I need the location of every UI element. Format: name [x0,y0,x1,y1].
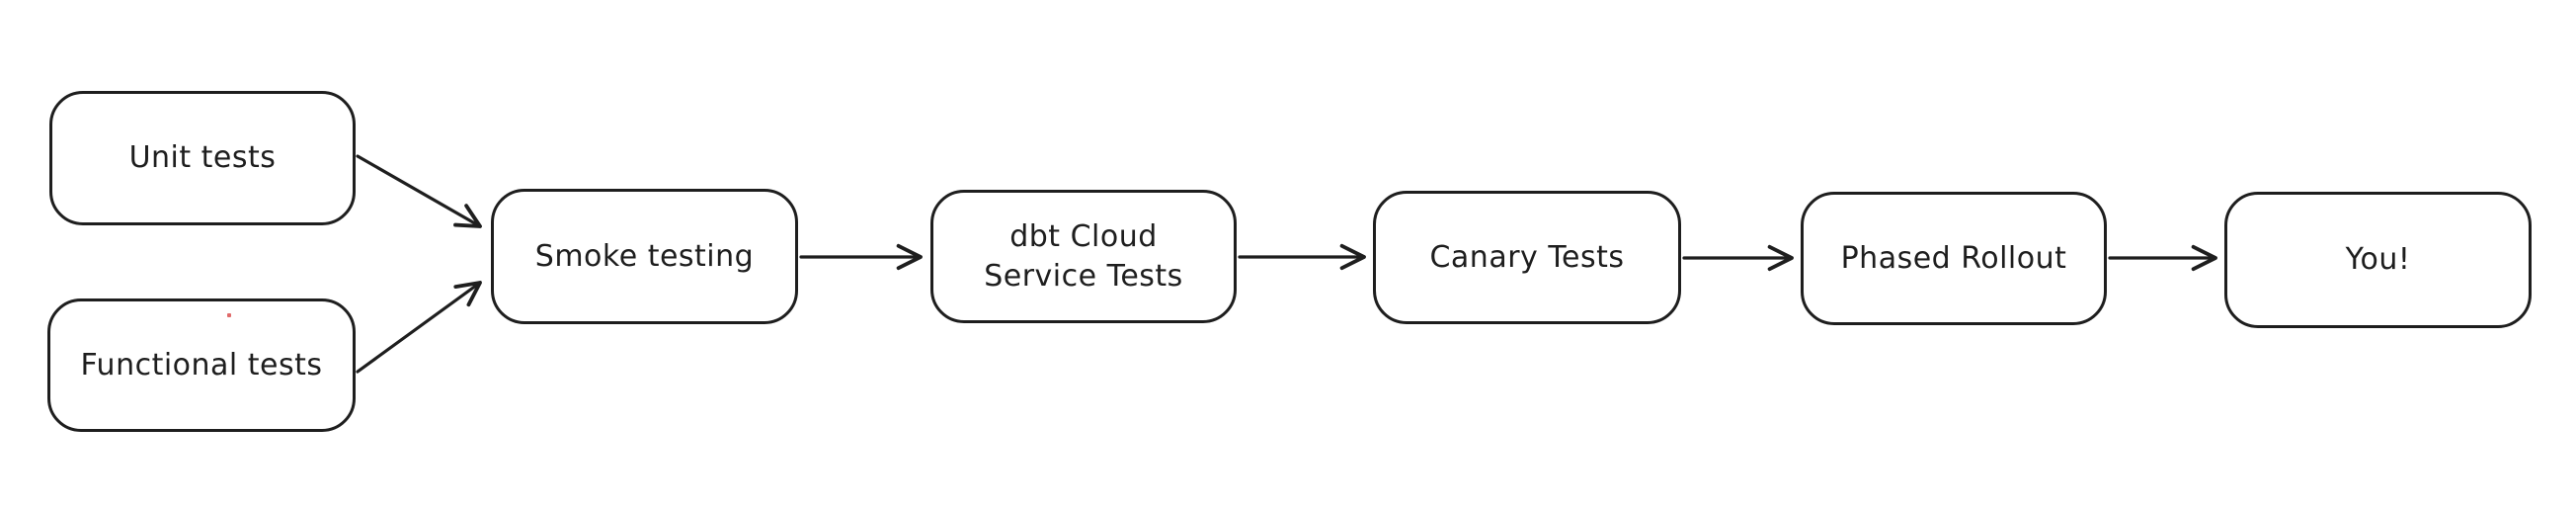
node-you[interactable]: You! [2224,192,2532,328]
node-phased-rollout-label: Phased Rollout [1840,240,2067,276]
node-dbt-cloud-service-tests[interactable]: dbt Cloud Service Tests [930,190,1237,323]
node-you-label: You! [2345,242,2411,278]
node-unit-tests-label: Unit tests [128,140,277,176]
node-functional-tests-label: Functional tests [80,347,323,382]
node-smoke-testing-label: Smoke testing [534,238,755,274]
node-smoke-testing[interactable]: Smoke testing [491,189,798,324]
edge-functional-tests-to-smoke-testing[interactable] [356,281,482,374]
edge-unit-tests-to-smoke-testing[interactable] [356,154,482,228]
node-unit-tests[interactable]: Unit tests [49,91,356,225]
node-phased-rollout[interactable]: Phased Rollout [1801,192,2107,325]
node-dbt-cloud-service-tests-label: dbt Cloud Service Tests [984,218,1183,294]
node-functional-tests[interactable]: Functional tests [47,298,356,432]
node-canary-tests-label: Canary Tests [1429,239,1625,275]
stray-red-dot [227,313,231,317]
node-canary-tests[interactable]: Canary Tests [1373,191,1681,324]
